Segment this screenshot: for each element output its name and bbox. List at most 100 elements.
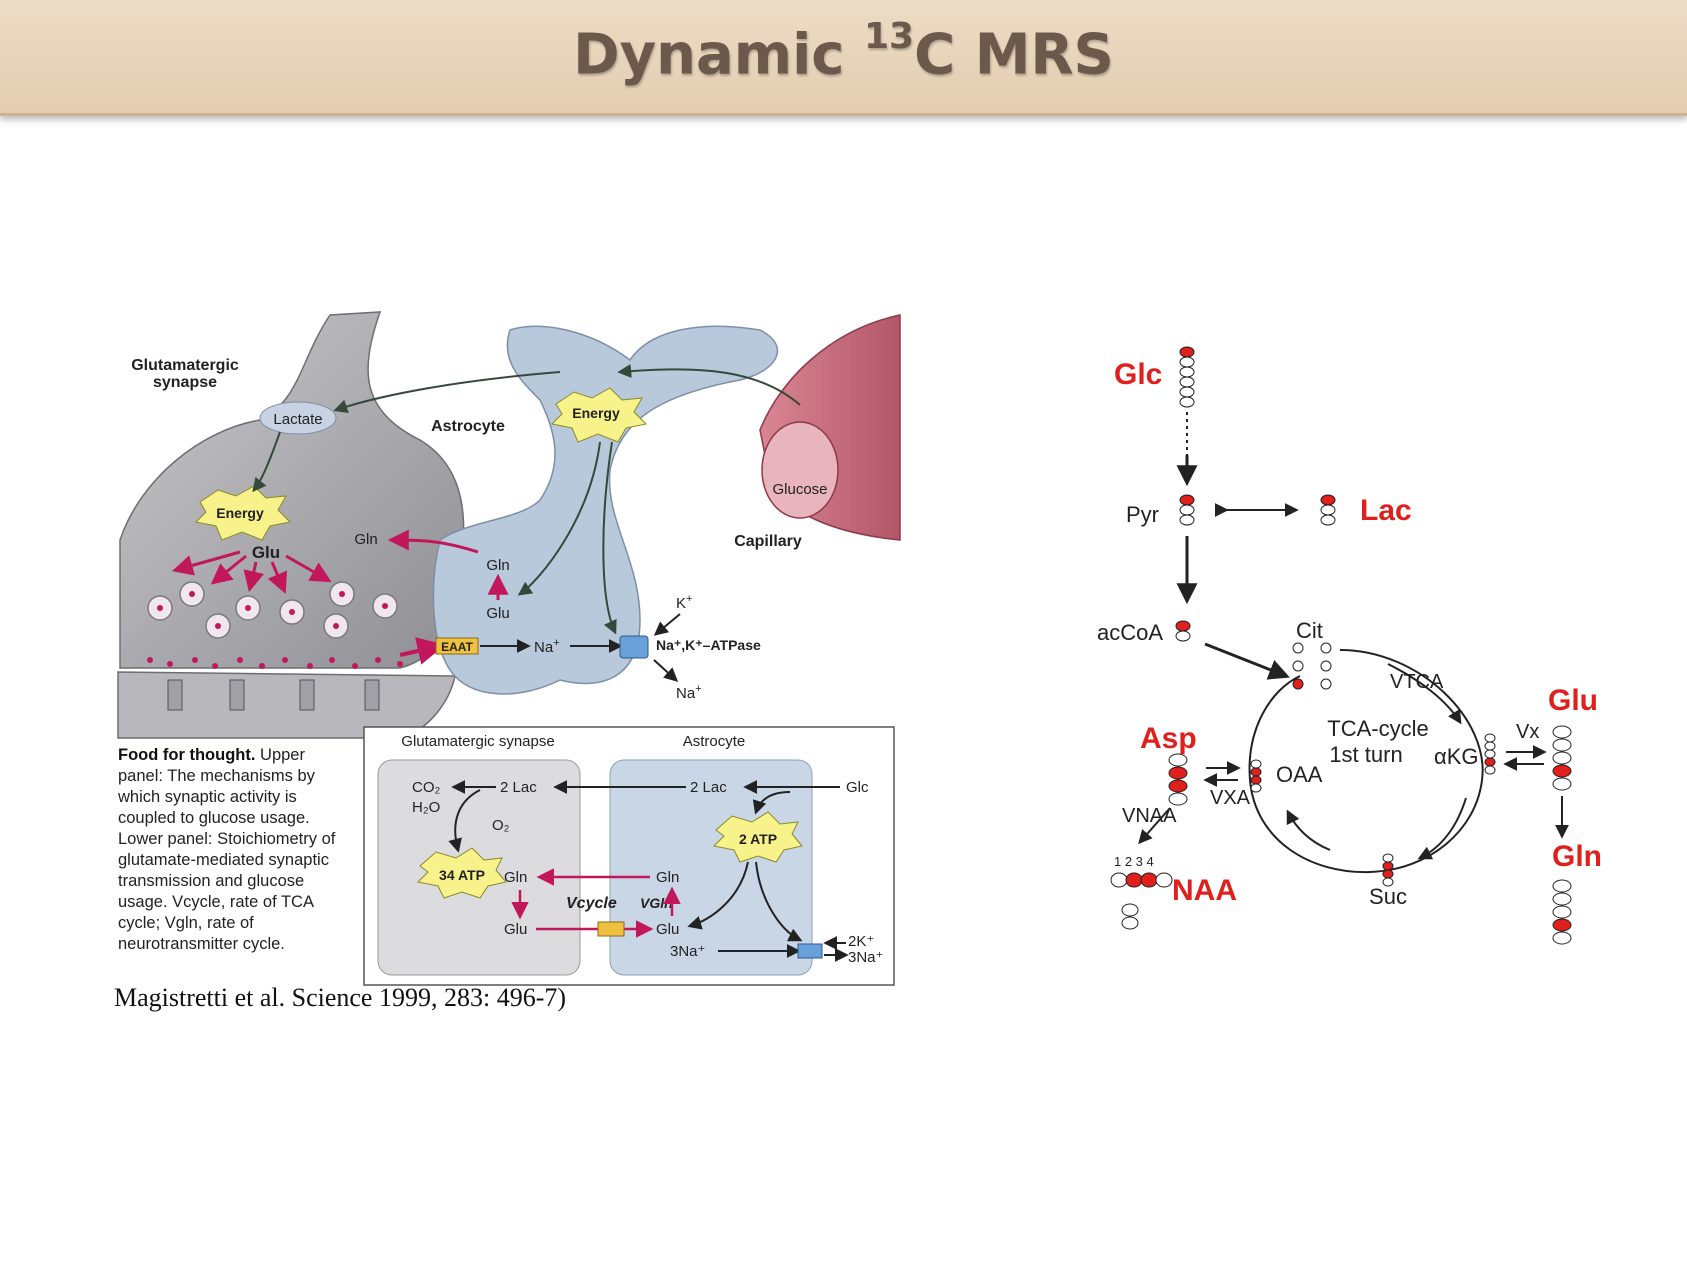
tca-first-turn-label: 1st turn (1329, 742, 1402, 767)
eaat-transporter (435, 637, 479, 655)
lac-carbon (1320, 514, 1336, 526)
energy-burst (194, 485, 292, 541)
o2-label: O₂ (492, 817, 510, 834)
gln-label: Gln (1552, 840, 1602, 873)
k-label: K+ (676, 593, 692, 612)
glu-carbon (1552, 764, 1572, 778)
figure-caption: Food for thought. Upper panel: The mecha… (118, 746, 336, 953)
pyr-carbon (1179, 494, 1195, 506)
lower-synapse-heading: Glutamatergic synapse (401, 733, 554, 750)
oaa-label: OAA (1276, 762, 1323, 787)
cit-carbon (1320, 642, 1332, 654)
vgln-label: VGln (640, 895, 673, 911)
glu-carbon (1552, 777, 1572, 791)
atp-to-glu-arc (687, 861, 749, 930)
energy-to-atpase-arrow (602, 441, 617, 635)
eaat-label: EAAT (441, 640, 473, 654)
accoa-carbon (1175, 630, 1191, 642)
receptor (364, 679, 380, 711)
receptor (229, 679, 245, 711)
two-lac-astrocyte-label: 2 Lac (690, 779, 727, 796)
co2-label: CO₂ (412, 779, 441, 796)
lactate-blob (259, 401, 337, 435)
atp2-label: 2 ATP (739, 831, 777, 847)
glu-carbon (1552, 738, 1572, 752)
energy-to-glu-arrow (517, 441, 601, 596)
glc-carbon (1179, 346, 1195, 358)
suc-label: Suc (1369, 884, 1407, 909)
asp-carbon (1168, 753, 1188, 767)
glu-carbon (1552, 751, 1572, 765)
glu-lower-neuron: Glu (504, 921, 527, 938)
gln-carbon (1552, 892, 1572, 906)
glu-label-astrocyte: Glu (486, 605, 509, 622)
gln-label-astrocyte: Gln (486, 557, 509, 574)
lower-pump (797, 943, 823, 959)
labeling-scheme: Glc Pyr Lac acCoA Cit VTCA TCA-cycle (1097, 346, 1602, 945)
asp-carbon (1168, 766, 1188, 780)
naa-carbon-numbers: 1 2 3 4 (1114, 854, 1154, 869)
asp-carbon (1168, 792, 1188, 806)
glutamatergic-synapse-label: Glutamatergic (131, 357, 239, 374)
glc-carbon (1179, 366, 1195, 378)
energy-label-astrocyte: Energy (572, 405, 620, 421)
naa-carbon (1121, 903, 1139, 917)
glc-carbon (1179, 396, 1195, 408)
akg-carbon (1484, 733, 1496, 743)
energy-label-neuron: Energy (216, 505, 264, 521)
slide-title: Dynamic 13C MRS (573, 16, 1114, 88)
cit-carbon (1292, 642, 1304, 654)
accoa-carbon (1175, 620, 1191, 632)
tca-cycle-label: TCA-cycle (1327, 716, 1428, 741)
akg-label: αKG (1434, 744, 1479, 769)
glucose-label: Glucose (772, 481, 827, 498)
na-k-atpase-pump (619, 635, 649, 659)
vtca-label: VTCA (1390, 671, 1444, 693)
na-out-label: Na+ (676, 683, 702, 702)
astrocyte-to-lactate-arrow (333, 371, 561, 414)
akg-carbon (1484, 749, 1496, 759)
gln-carbon (1552, 879, 1572, 893)
suc-to-oaa-arrow (1286, 809, 1331, 851)
astrocyte-label: Astrocyte (431, 418, 505, 435)
glu-carbon (1552, 725, 1572, 739)
cit-carbon (1292, 678, 1304, 690)
cit-carbon (1320, 660, 1332, 672)
lac-oxidation-arc (448, 789, 481, 853)
two-lac-neuron-label: 2 Lac (500, 779, 537, 796)
naa-carbon (1125, 872, 1143, 888)
accoa-label: acCoA (1097, 620, 1163, 645)
atp34-burst (416, 847, 507, 899)
vx-label: Vx (1516, 721, 1539, 743)
glc-carbon (1179, 356, 1195, 368)
capillary-lumen (761, 421, 839, 519)
pyr-label: Pyr (1126, 502, 1159, 527)
glu-label-neuron: Glu (252, 543, 280, 562)
capillary-label: Capillary (734, 533, 802, 550)
glc-carbon (1179, 376, 1195, 388)
asp-carbon (1168, 779, 1188, 793)
glu-label: Glu (1548, 684, 1598, 717)
glutamate-dots (147, 591, 403, 669)
atp2-burst (712, 811, 803, 863)
lactate-label: Lactate (273, 411, 322, 428)
citation: Magistretti et al. Science 1999, 283: 49… (114, 983, 567, 1012)
three-na-label-right: 3Na⁺ (848, 949, 883, 966)
glu-release-arrows (171, 550, 332, 594)
oaa-carbon (1250, 783, 1262, 793)
oaa-carbon (1250, 767, 1262, 777)
glc-label: Glc (1114, 358, 1162, 391)
akg-carbon (1484, 765, 1496, 775)
cit-label: Cit (1296, 618, 1323, 643)
asp-to-naa-arrow (1138, 807, 1171, 845)
gln-carbon (1552, 905, 1572, 919)
pyr-carbon (1179, 514, 1195, 526)
vnaa-label: VNAA (1122, 805, 1177, 827)
gln-label-neuron: Gln (354, 531, 377, 548)
atpase-label: Na⁺,K⁺–ATPase (656, 637, 761, 653)
vcycle-label: Vcycle (566, 895, 617, 912)
lac-carbon (1320, 494, 1336, 506)
glc-label: Glc (846, 779, 869, 796)
eaat-uptake-arrow (399, 637, 446, 665)
k-in-arrow (653, 613, 681, 636)
